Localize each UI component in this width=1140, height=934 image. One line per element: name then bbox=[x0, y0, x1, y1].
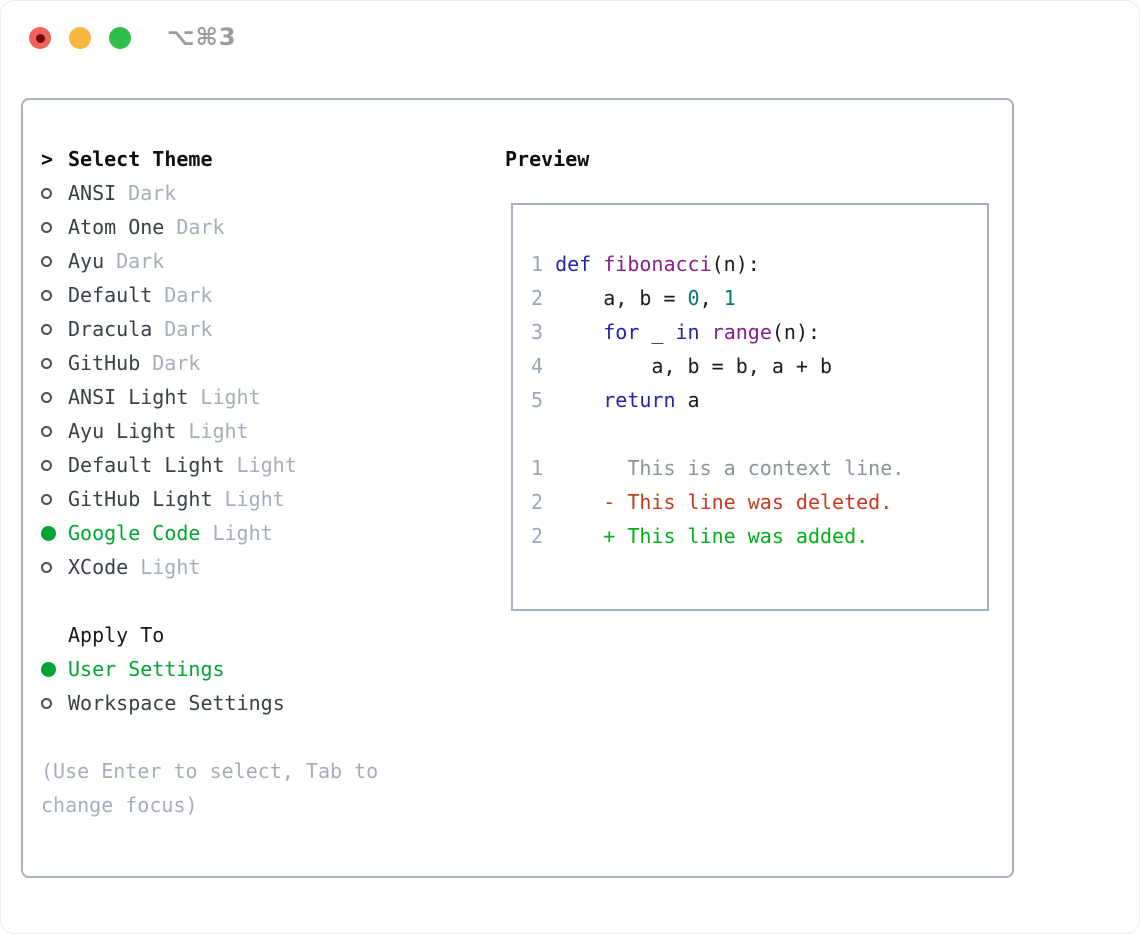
option-label: Google Code bbox=[68, 521, 201, 545]
option-label: GitHub bbox=[68, 351, 141, 375]
radio-selected-icon bbox=[41, 525, 56, 541]
radio-unselected-icon bbox=[41, 425, 52, 437]
theme-variant-tag: Light bbox=[224, 487, 285, 511]
option-label: ANSI Light bbox=[68, 385, 189, 409]
theme-option-github[interactable]: GitHub Dark bbox=[41, 346, 481, 380]
theme-option-default-light[interactable]: Default Light Light bbox=[41, 448, 481, 482]
titlebar: ⌥⌘3 bbox=[1, 1, 1139, 75]
line-number: 2 bbox=[531, 490, 556, 514]
apply-to-heading: Apply To bbox=[68, 623, 165, 647]
blank-line bbox=[531, 417, 987, 451]
option-label: Dracula bbox=[68, 317, 153, 341]
window-title: ⌥⌘3 bbox=[167, 23, 237, 51]
unsaved-changes-icon bbox=[35, 33, 45, 43]
code-line: 5 return a bbox=[531, 388, 700, 412]
code-line: 1 def fibonacci(n): bbox=[531, 252, 760, 276]
theme-variant-tag: Dark bbox=[128, 181, 177, 205]
theme-variant-tag: Dark bbox=[152, 351, 201, 375]
theme-option-ansi[interactable]: ANSI Dark bbox=[41, 176, 481, 210]
theme-option-google-code[interactable]: Google Code Light bbox=[41, 516, 481, 550]
option-label: User Settings bbox=[68, 657, 225, 681]
line-number: 4 bbox=[531, 354, 556, 378]
radio-unselected-icon bbox=[41, 255, 52, 267]
line-number: 1 bbox=[531, 252, 556, 276]
diff-added-line: 2 + This line was added. bbox=[531, 524, 869, 548]
select-theme-header: > Select Theme bbox=[41, 142, 481, 176]
cursor-indicator: > bbox=[41, 147, 54, 171]
select-theme-heading: Select Theme bbox=[68, 147, 213, 171]
theme-variant-tag: Light bbox=[236, 453, 297, 477]
help-hint: (Use Enter to select, Tab to change focu… bbox=[41, 759, 379, 817]
preview-code: 1 def fibonacci(n): 2 a, b = 0, 1 3 for _ … bbox=[513, 205, 987, 553]
option-label: XCode bbox=[68, 555, 129, 579]
theme-option-xcode[interactable]: XCode Light bbox=[41, 550, 481, 584]
radio-unselected-icon bbox=[41, 697, 52, 709]
theme-option-default[interactable]: Default Dark bbox=[41, 278, 481, 312]
code-line: 2 a, b = 0, 1 bbox=[531, 286, 736, 310]
radio-unselected-icon bbox=[41, 289, 52, 301]
minimize-button[interactable] bbox=[69, 27, 91, 49]
preview-box: 1 def fibonacci(n): 2 a, b = 0, 1 3 for _ … bbox=[511, 203, 989, 611]
radio-unselected-icon bbox=[41, 493, 52, 505]
theme-variant-tag: Light bbox=[188, 419, 249, 443]
option-label: GitHub Light bbox=[68, 487, 213, 511]
line-number: 1 bbox=[531, 456, 556, 480]
diff-deleted-line: 2 - This line was deleted. bbox=[531, 490, 893, 514]
code-line: 4 a, b = b, a + b bbox=[531, 354, 833, 378]
option-label: Workspace Settings bbox=[68, 691, 285, 715]
theme-option-github-light[interactable]: GitHub Light Light bbox=[41, 482, 481, 516]
theme-option-ayu-light[interactable]: Ayu Light Light bbox=[41, 414, 481, 448]
radio-unselected-icon bbox=[41, 561, 52, 573]
theme-option-dracula[interactable]: Dracula Dark bbox=[41, 312, 481, 346]
radio-unselected-icon bbox=[41, 459, 52, 471]
option-label: Atom One bbox=[68, 215, 165, 239]
line-number: 2 bbox=[531, 524, 556, 548]
option-label: Ayu bbox=[68, 249, 105, 273]
apply-option-workspace-settings[interactable]: Workspace Settings bbox=[41, 686, 481, 720]
option-label: Ayu Light bbox=[68, 419, 177, 443]
line-number: 2 bbox=[531, 286, 556, 310]
radio-unselected-icon bbox=[41, 323, 52, 335]
radio-unselected-icon bbox=[41, 391, 52, 403]
radio-unselected-icon bbox=[41, 187, 52, 199]
option-label: Default Light bbox=[68, 453, 225, 477]
theme-option-ayu[interactable]: Ayu Dark bbox=[41, 244, 481, 278]
radio-unselected-icon bbox=[41, 221, 52, 233]
theme-option-atom-one[interactable]: Atom One Dark bbox=[41, 210, 481, 244]
code-line: 3 for _ in range(n): bbox=[531, 320, 821, 344]
theme-variant-tag: Dark bbox=[164, 317, 213, 341]
theme-variant-tag: Dark bbox=[176, 215, 225, 239]
radio-selected-icon bbox=[41, 661, 56, 677]
theme-option-ansi-light[interactable]: ANSI Light Light bbox=[41, 380, 481, 414]
theme-variant-tag: Light bbox=[200, 385, 261, 409]
option-label: Default bbox=[68, 283, 153, 307]
radio-unselected-icon bbox=[41, 357, 52, 369]
line-number: 5 bbox=[531, 388, 556, 412]
option-label: ANSI bbox=[68, 181, 117, 205]
theme-variant-tag: Light bbox=[212, 521, 273, 545]
close-button[interactable] bbox=[29, 27, 51, 49]
theme-variant-tag: Dark bbox=[116, 249, 165, 273]
line-number: 3 bbox=[531, 320, 556, 344]
theme-variant-tag: Dark bbox=[164, 283, 213, 307]
preview-heading: Preview bbox=[505, 147, 590, 171]
apply-option-user-settings[interactable]: User Settings bbox=[41, 652, 481, 686]
diff-context-line: 1 This is a context line. bbox=[531, 456, 905, 480]
zoom-button[interactable] bbox=[109, 27, 131, 49]
theme-variant-tag: Light bbox=[140, 555, 201, 579]
